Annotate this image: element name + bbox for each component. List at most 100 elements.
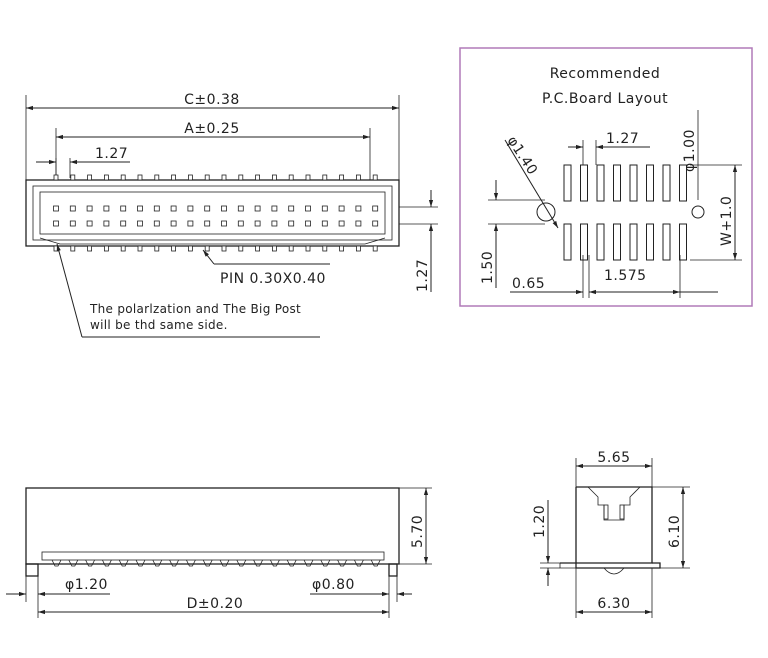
top-view: C±0.38 A±0.25 1.27 1.27 PIN [25, 92, 438, 338]
pad [613, 164, 621, 202]
dim-a-label: A±0.25 [184, 121, 239, 137]
tooth [253, 559, 263, 567]
contact [372, 205, 379, 212]
pin-tips-top [53, 174, 378, 181]
pad [563, 223, 572, 261]
contact [69, 205, 76, 212]
front-post-small-label: φ0.80 [312, 577, 355, 593]
pin-tip [288, 174, 294, 181]
contact [187, 220, 194, 227]
pin-tip [187, 174, 193, 181]
contact [372, 220, 379, 227]
note-line-2: will be thd same side. [90, 318, 228, 332]
pad [596, 164, 605, 202]
pad [613, 223, 621, 261]
pad [629, 223, 638, 261]
contact [86, 220, 93, 227]
dim-pin-label: PIN 0.30X0.40 [220, 271, 326, 287]
contact [271, 205, 278, 212]
tooth [152, 559, 163, 567]
pin-tip [171, 174, 177, 181]
pin-tip [171, 245, 177, 252]
layout-hole-small-label: φ1.00 [682, 129, 698, 172]
pin-tip [255, 245, 261, 252]
tooth [135, 559, 146, 567]
layout-w-label: W+1.0 [719, 196, 735, 246]
contact [103, 220, 110, 227]
contact [254, 220, 261, 227]
front-height-label: 5.70 [410, 515, 426, 548]
front-contact-teeth [51, 559, 381, 567]
tooth [236, 559, 247, 567]
contact [204, 220, 211, 227]
contact [288, 205, 295, 212]
layout-pitch-label: 1.27 [606, 131, 639, 147]
pad [679, 223, 687, 261]
pin-tip [221, 174, 227, 181]
contact [355, 205, 362, 212]
contact [237, 205, 244, 212]
contact [221, 205, 227, 212]
pcb-layout-frame [459, 47, 753, 307]
pin-tip [70, 245, 76, 252]
contact [288, 220, 295, 227]
contact [187, 205, 194, 212]
tooth [85, 559, 95, 567]
contact [103, 205, 110, 212]
front-post-large-label: φ1.20 [65, 577, 108, 593]
pin-tip [372, 245, 378, 252]
pin-tip [355, 245, 361, 252]
pin-tip [305, 174, 311, 181]
pcb-layout-panel: Recommended P.C.Board Layout 1.27 φ1.40 … [459, 47, 753, 307]
layout-hole-large-label: φ1.40 [504, 133, 541, 178]
tooth [270, 559, 280, 567]
side-height-label: 6.10 [667, 515, 683, 548]
pad [580, 223, 588, 261]
pad [679, 164, 687, 202]
pin-tip [238, 174, 244, 181]
pin-tip [87, 174, 92, 181]
contact-row-upper [53, 205, 379, 212]
pad [563, 164, 572, 202]
layout-title-2: P.C.Board Layout [542, 91, 668, 107]
contact [321, 205, 328, 212]
tooth [320, 559, 331, 567]
tooth [202, 559, 213, 567]
pin-tip [355, 174, 361, 181]
pin-tip [87, 245, 92, 252]
pad [662, 223, 671, 261]
pin-tip [339, 245, 345, 252]
tooth [337, 559, 347, 567]
pin-tip [238, 245, 244, 252]
pin-tip [339, 174, 345, 181]
pin-tip [104, 245, 109, 252]
pads-upper-row [563, 164, 687, 202]
contact [120, 220, 127, 227]
tooth [118, 559, 129, 567]
pin-tip [221, 245, 227, 252]
tooth [370, 559, 381, 567]
pin-tip [372, 174, 378, 181]
pads-lower-row [563, 223, 687, 261]
pad [629, 164, 638, 202]
dim-c-label: C±0.38 [184, 92, 240, 108]
tooth [354, 559, 364, 567]
pad [580, 164, 588, 202]
front-view: 5.70 φ1.20 φ0.80 D±0.20 [6, 487, 432, 618]
side-120-label: 1.20 [532, 505, 548, 538]
dim-pitch-label: 1.27 [95, 146, 128, 162]
layout-150-label: 1.50 [480, 251, 496, 284]
side-top-label: 5.65 [597, 450, 630, 466]
pin-tip [271, 174, 277, 181]
pin-tip [154, 245, 160, 252]
pin-tip [154, 174, 160, 181]
tooth [102, 559, 112, 567]
pin-tip [137, 245, 143, 252]
contact-row-lower [53, 220, 379, 227]
contact [321, 220, 328, 227]
layout-065-label: 0.65 [512, 276, 545, 292]
tooth [186, 559, 196, 567]
contact [305, 205, 311, 212]
pin-tip [322, 174, 328, 181]
pin-tip [53, 174, 59, 181]
